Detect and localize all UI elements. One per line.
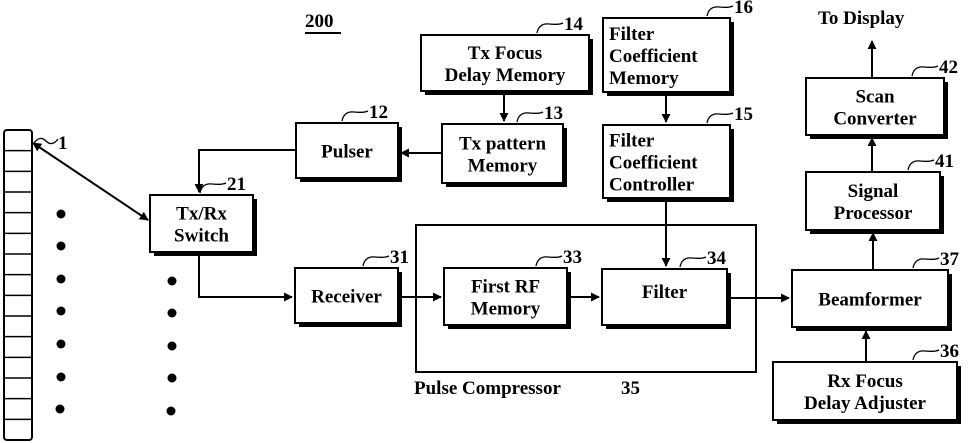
figure-label: 200 bbox=[305, 11, 341, 33]
arrow-transducer-switch bbox=[33, 143, 148, 220]
ref-leader bbox=[912, 66, 938, 76]
ref-leader bbox=[342, 111, 368, 121]
dot bbox=[57, 275, 66, 284]
receiver-label-line: Receiver bbox=[311, 287, 382, 308]
dot bbox=[168, 374, 177, 383]
tx-rx-switch-ref-number: 21 bbox=[227, 174, 246, 195]
ref-leader bbox=[908, 160, 934, 170]
filter-coefficient-memory-block: FilterCoefficientMemory 16 bbox=[603, 0, 753, 96]
tx-rx-switch-label-line: Tx/Rx bbox=[176, 204, 227, 225]
ref-leader bbox=[537, 23, 563, 33]
beamformer-ref-number: 37 bbox=[940, 249, 960, 270]
filter-coefficient-controller-label-line: Controller bbox=[609, 175, 695, 196]
filter-coefficient-controller-label-line: Filter bbox=[609, 131, 655, 152]
tx-focus-delay-memory-block: Tx FocusDelay Memory 14 bbox=[421, 14, 593, 95]
dot bbox=[57, 340, 66, 349]
filter-ref-number: 34 bbox=[707, 248, 727, 269]
ref-leader bbox=[363, 256, 389, 266]
filter-coefficient-memory-label-line: Filter bbox=[609, 24, 655, 45]
first-rf-memory-label-line: First RF bbox=[471, 277, 540, 298]
ref-leader bbox=[34, 138, 58, 143]
first-rf-memory-block: First RFMemory 33 bbox=[444, 247, 582, 329]
transducer-ref: 1 bbox=[34, 133, 68, 154]
scan-converter-ref-number: 42 bbox=[939, 57, 958, 78]
signal-processor-label-line: Signal bbox=[848, 181, 899, 202]
ref-leader bbox=[913, 350, 939, 360]
receiver-block: Receiver 31 bbox=[295, 247, 409, 327]
dot bbox=[168, 277, 177, 286]
pulse-compressor-ref: 35 bbox=[621, 378, 640, 399]
rx-focus-delay-adjuster-label-line: Rx Focus bbox=[827, 371, 902, 392]
filter-coefficient-controller-label-line: Coefficient bbox=[609, 153, 698, 174]
tx-pattern-memory-ref-number: 13 bbox=[544, 103, 563, 124]
beamformer-block: Beamformer 37 bbox=[792, 249, 960, 331]
ref-leader bbox=[200, 183, 226, 193]
tx-rx-switch-label-line: Switch bbox=[174, 226, 229, 247]
pulser-label-line: Pulser bbox=[321, 142, 373, 163]
receiver-ref-number: 31 bbox=[390, 247, 409, 268]
pulse-compressor-label: Pulse Compressor bbox=[414, 378, 561, 399]
pulser-block: Pulser 12 bbox=[296, 102, 402, 182]
signal-processor-ref-number: 41 bbox=[935, 151, 954, 172]
pulser-ref-number: 12 bbox=[369, 102, 388, 123]
blocks: Tx/RxSwitch21Pulser12Tx patternMemory13T… bbox=[150, 0, 961, 424]
transducer-body bbox=[4, 130, 32, 440]
scan-converter-block: ScanConverter 42 bbox=[806, 57, 958, 139]
tx-focus-delay-memory-ref-number: 14 bbox=[564, 14, 584, 35]
dot bbox=[57, 210, 66, 219]
ref-leader bbox=[913, 258, 939, 268]
first-rf-memory-ref-number: 33 bbox=[563, 247, 582, 268]
filter-coefficient-controller-block: FilterCoefficientController 15 bbox=[603, 104, 753, 202]
dot bbox=[57, 242, 66, 251]
rx-focus-delay-adjuster-label-line: Delay Adjuster bbox=[804, 393, 926, 414]
filter-coefficient-memory-label-line: Coefficient bbox=[609, 46, 698, 67]
tx-pattern-memory-label-line: Tx pattern bbox=[459, 134, 547, 155]
dot bbox=[57, 373, 66, 382]
arrow-switch-to-receiver bbox=[199, 253, 292, 297]
ref-leader bbox=[680, 257, 706, 267]
scan-converter-label-line: Scan bbox=[855, 87, 895, 108]
figure-number: 200 bbox=[305, 11, 334, 32]
signal-processor-label-line: Processor bbox=[834, 203, 913, 224]
ref-leader bbox=[517, 112, 543, 122]
beamformer-label-line: Beamformer bbox=[818, 290, 922, 311]
scan-converter-label-line: Converter bbox=[833, 109, 917, 130]
rx-focus-delay-adjuster-ref-number: 36 bbox=[940, 341, 959, 362]
filter-coefficient-memory-label-line: Memory bbox=[609, 68, 679, 89]
arrow-pulser-to-switch bbox=[199, 150, 296, 192]
tx-focus-delay-memory-label-line: Delay Memory bbox=[445, 65, 566, 86]
dot bbox=[57, 307, 66, 316]
tx-focus-delay-memory-label-line: Tx Focus bbox=[468, 43, 542, 64]
dot bbox=[168, 342, 177, 351]
filter-coefficient-controller-ref-number: 15 bbox=[734, 104, 753, 125]
ref-leader bbox=[707, 6, 733, 16]
to-display-label: To Display bbox=[818, 8, 905, 29]
filter-label-line: Filter bbox=[642, 282, 688, 303]
signal-processor-block: SignalProcessor 41 bbox=[806, 151, 954, 234]
transducer-array bbox=[4, 130, 32, 440]
tx-rx-switch-block: Tx/RxSwitch 21 bbox=[150, 174, 257, 256]
ref-leader bbox=[707, 113, 733, 123]
dot bbox=[167, 407, 176, 416]
transducer-ref-number: 1 bbox=[58, 133, 68, 154]
tx-pattern-memory-label-line: Memory bbox=[468, 156, 538, 177]
dot bbox=[168, 309, 177, 318]
first-rf-memory-label-line: Memory bbox=[471, 299, 541, 320]
dot bbox=[56, 405, 65, 414]
ref-leader bbox=[536, 256, 562, 266]
filter-coefficient-memory-ref-number: 16 bbox=[734, 0, 753, 18]
